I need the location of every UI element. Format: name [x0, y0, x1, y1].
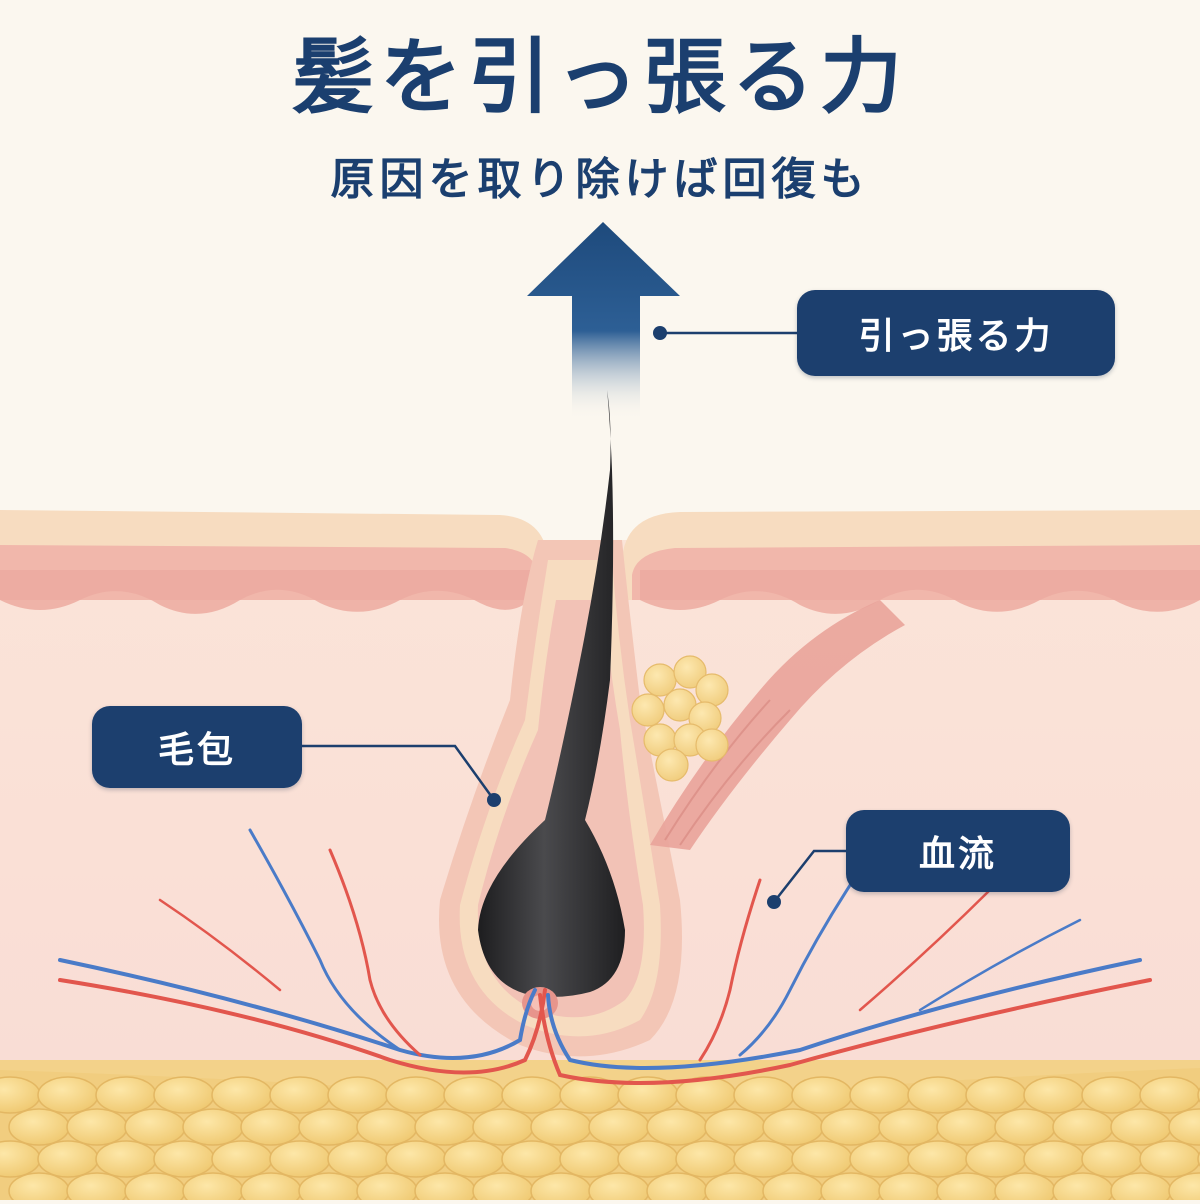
gland-cell: [695, 728, 729, 762]
fat-cell: [878, 1108, 940, 1146]
fat-cell: [849, 1076, 911, 1114]
fat-cell: [124, 1108, 186, 1146]
label-pulling-force: 引っ張る力: [797, 290, 1115, 376]
papillary-right: [640, 570, 1200, 614]
vessel: [918, 918, 1082, 1012]
vessel: [58, 978, 547, 1075]
fat-cell: [820, 1108, 882, 1146]
vessel: [328, 848, 422, 1057]
fat-cell: [327, 1076, 389, 1114]
fat-cell: [501, 1076, 563, 1114]
fat-cell: [588, 1108, 650, 1146]
fat-cell: [327, 1140, 389, 1178]
fat-cell: [617, 1140, 679, 1178]
vessel: [546, 958, 1142, 1070]
page-subtitle: 原因を取り除けば回復も: [330, 154, 870, 205]
fat-cell: [1023, 1076, 1085, 1114]
vessel: [858, 878, 1002, 1012]
fat-cell: [530, 1108, 592, 1146]
fat-cell: [211, 1076, 273, 1114]
vessel: [58, 958, 537, 1060]
vessel: [248, 828, 402, 1052]
fat-cell: [95, 1076, 157, 1114]
fat-cell: [1168, 1108, 1200, 1146]
fat-cell: [182, 1108, 244, 1146]
fat-cell: [37, 1076, 99, 1114]
hair-shaft: [478, 390, 625, 997]
pull-arrow: [527, 222, 680, 420]
fat-cell: [733, 1076, 795, 1114]
vessel: [158, 898, 282, 992]
fat-cell: [240, 1108, 302, 1146]
fat-cell: [791, 1076, 853, 1114]
page-title: 髪を引っ張る力: [291, 30, 908, 125]
label-hair-follicle: 毛包: [92, 706, 302, 788]
fat-cell: [66, 1108, 128, 1146]
arrector-pili-muscle: [650, 600, 905, 850]
fat-cell: [936, 1108, 998, 1146]
fat-cell: [443, 1076, 505, 1114]
gland-cell: [631, 693, 665, 727]
fat-cell: [1081, 1076, 1143, 1114]
fat-cell: [356, 1108, 418, 1146]
fat-cell: [211, 1140, 273, 1178]
fat-cell: [385, 1076, 447, 1114]
fat-cell: [153, 1076, 215, 1114]
fat-cell: [1139, 1140, 1200, 1178]
fat-cell: [791, 1140, 853, 1178]
fat-cell: [704, 1108, 766, 1146]
fat-cell: [1052, 1108, 1114, 1146]
gland-cell: [673, 655, 707, 689]
fat-layer: [0, 1060, 1200, 1204]
fat-cell: [965, 1076, 1027, 1114]
gland-cell: [655, 748, 689, 782]
fat-cell: [443, 1140, 505, 1178]
fat-cell: [1110, 1108, 1172, 1146]
leader-lines: [302, 331, 846, 903]
fat-cell: [675, 1140, 737, 1178]
fat-cell: [1139, 1076, 1200, 1114]
fat-cell: [385, 1140, 447, 1178]
label-blood-flow: 血流: [846, 810, 1070, 892]
fat-cell: [472, 1108, 534, 1146]
fat-cell: [37, 1140, 99, 1178]
fat-cell: [733, 1140, 795, 1178]
fat-cell: [762, 1108, 824, 1146]
fat-cell: [1168, 1172, 1200, 1204]
fat-cell: [153, 1140, 215, 1178]
fat-cell: [965, 1140, 1027, 1178]
fat-cell: [8, 1108, 70, 1146]
fat-cell: [414, 1108, 476, 1146]
fat-cell: [646, 1108, 708, 1146]
fat-cell: [907, 1140, 969, 1178]
vessel: [698, 878, 762, 1062]
fat-cell: [994, 1108, 1056, 1146]
blood-vessels: [58, 828, 1152, 1085]
fat-cell: [95, 1140, 157, 1178]
fat-cell: [1023, 1140, 1085, 1178]
fat-cell: [907, 1076, 969, 1114]
fat-cell: [269, 1076, 331, 1114]
gland-cell: [695, 673, 729, 707]
fat-cell: [559, 1140, 621, 1178]
fat-cell: [298, 1108, 360, 1146]
sebaceous-gland: [631, 655, 729, 782]
fat-cell: [269, 1140, 331, 1178]
vessel: [738, 868, 862, 1057]
papillary-left: [0, 570, 530, 614]
fat-cell: [1081, 1140, 1143, 1178]
fat-cell: [849, 1140, 911, 1178]
vessel: [538, 978, 1152, 1085]
fat-cell: [501, 1140, 563, 1178]
